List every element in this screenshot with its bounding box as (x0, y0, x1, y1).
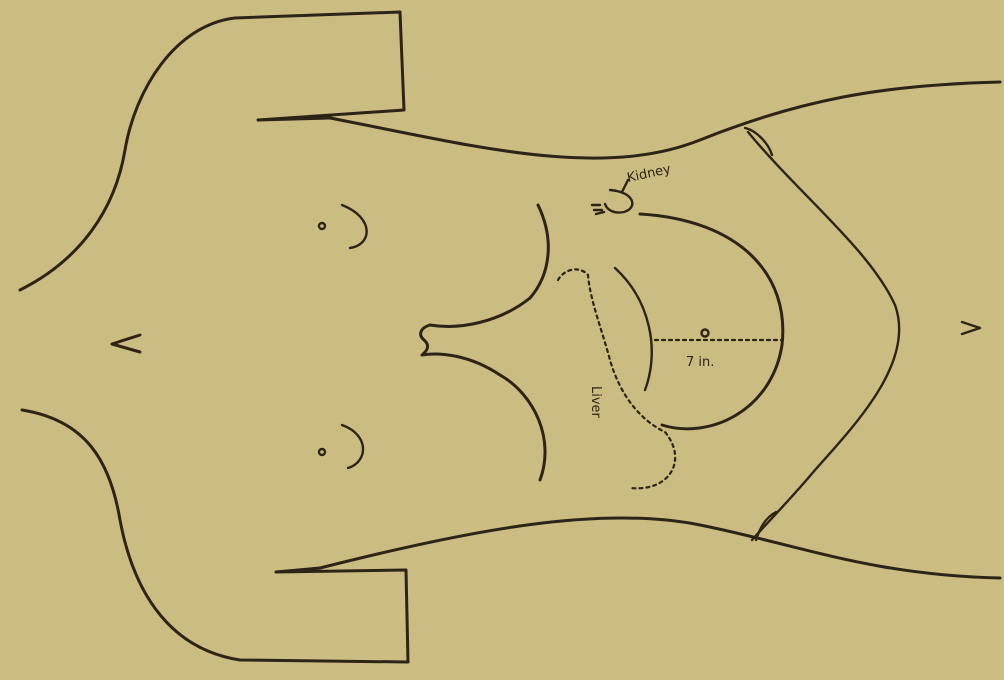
liver-label: Liver (588, 386, 603, 419)
measurement-label: 7 in. (686, 355, 714, 370)
